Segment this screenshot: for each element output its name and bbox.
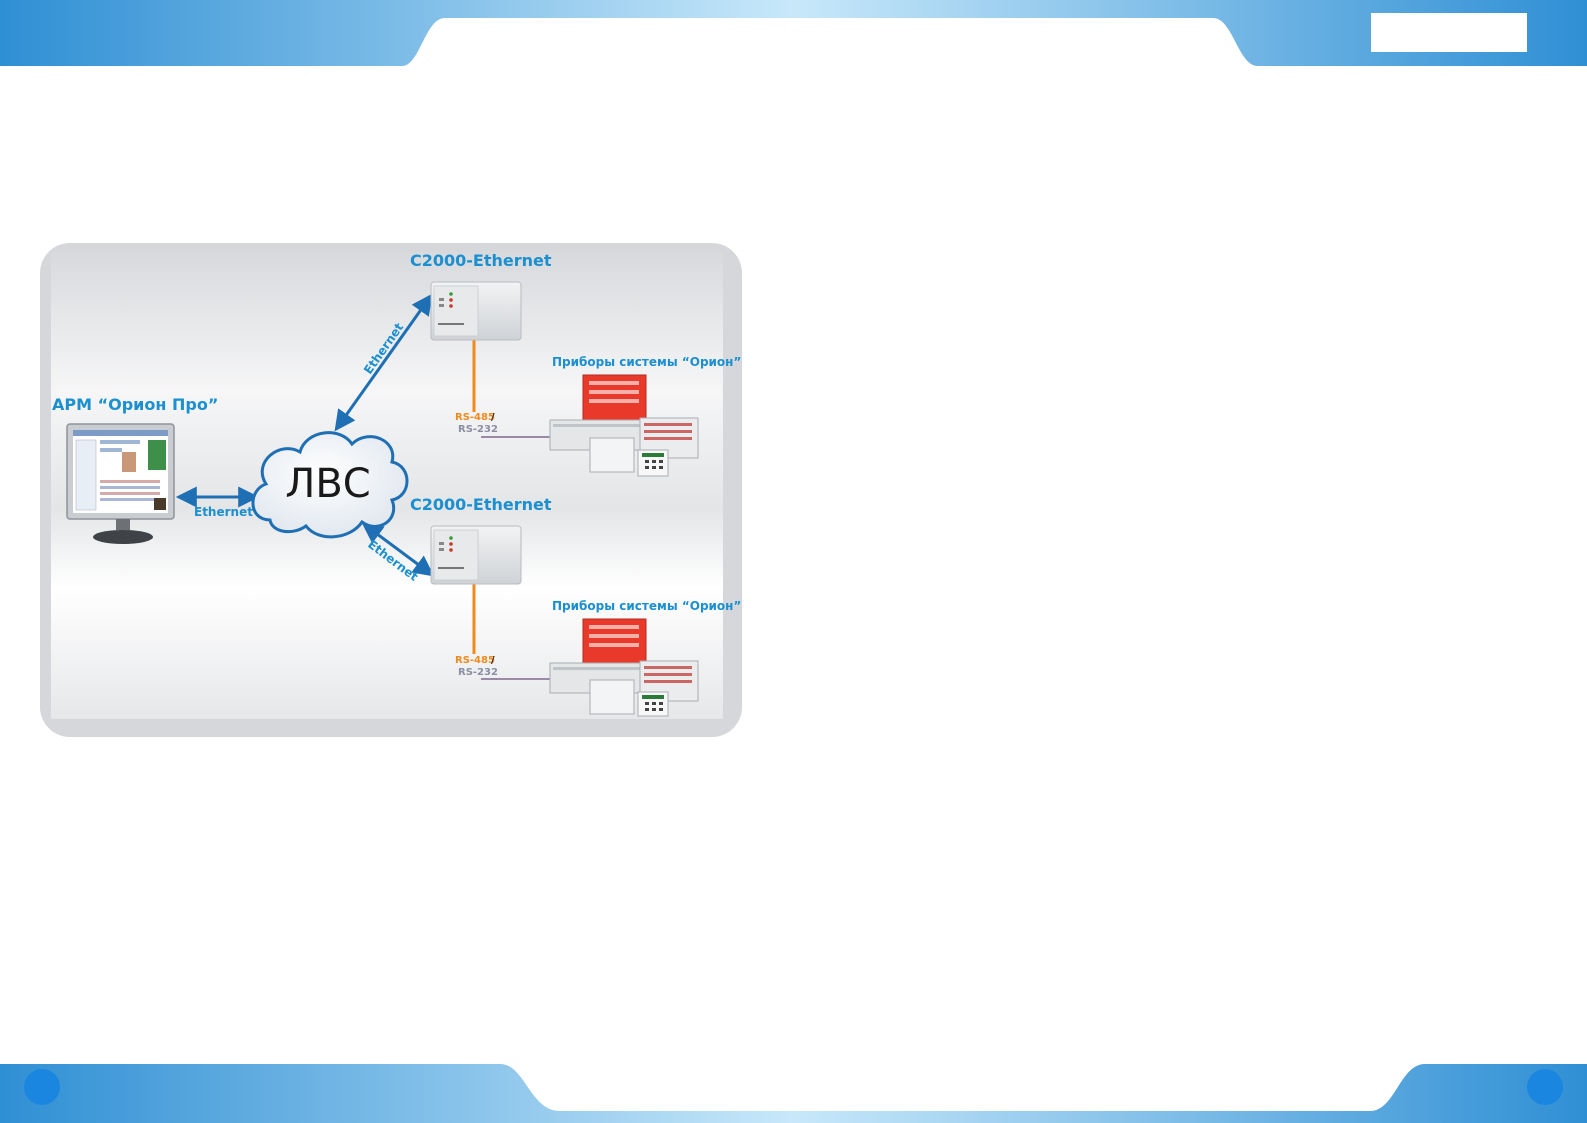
converter-top-label: С2000-Ethernet [410,251,552,270]
converter-bottom-label: С2000-Ethernet [410,495,552,514]
cloud-icon [251,431,409,539]
page-marker-right [1527,1069,1563,1105]
devices-bottom-label: Приборы системы “Орион” [552,599,741,613]
rs-slash-top: / [491,412,495,423]
page-marker-left [24,1069,60,1105]
cloud-label: ЛВС [285,461,370,507]
device-stack-icon [549,618,699,717]
ethernet-label-workstation: Ethernet [194,505,253,519]
converter-device-icon [430,281,522,341]
link-cloud-converter-top [334,293,433,432]
workstation-label: АРМ “Орион Про” [52,395,218,414]
rs-slash-bottom: / [491,655,495,666]
rs485-label-top: RS-485 [455,412,495,423]
rs485-label-bottom: RS-485 [455,655,495,666]
monitor-icon [66,423,175,544]
footer-band [0,1064,1587,1123]
device-stack-icon [549,374,699,477]
rs232-label-top: RS-232 [458,424,498,435]
rs232-label-bottom: RS-232 [458,667,498,678]
devices-top-label: Приборы системы “Орион” [552,355,741,369]
link-cloud-converter-bottom [361,522,435,577]
converter-device-icon [430,525,522,585]
network-diagram: АРМ “Орион Про” ЛВС Ethernet Ethernet Et… [40,243,742,737]
header-label-box [1371,13,1527,52]
header-band [0,0,1587,66]
